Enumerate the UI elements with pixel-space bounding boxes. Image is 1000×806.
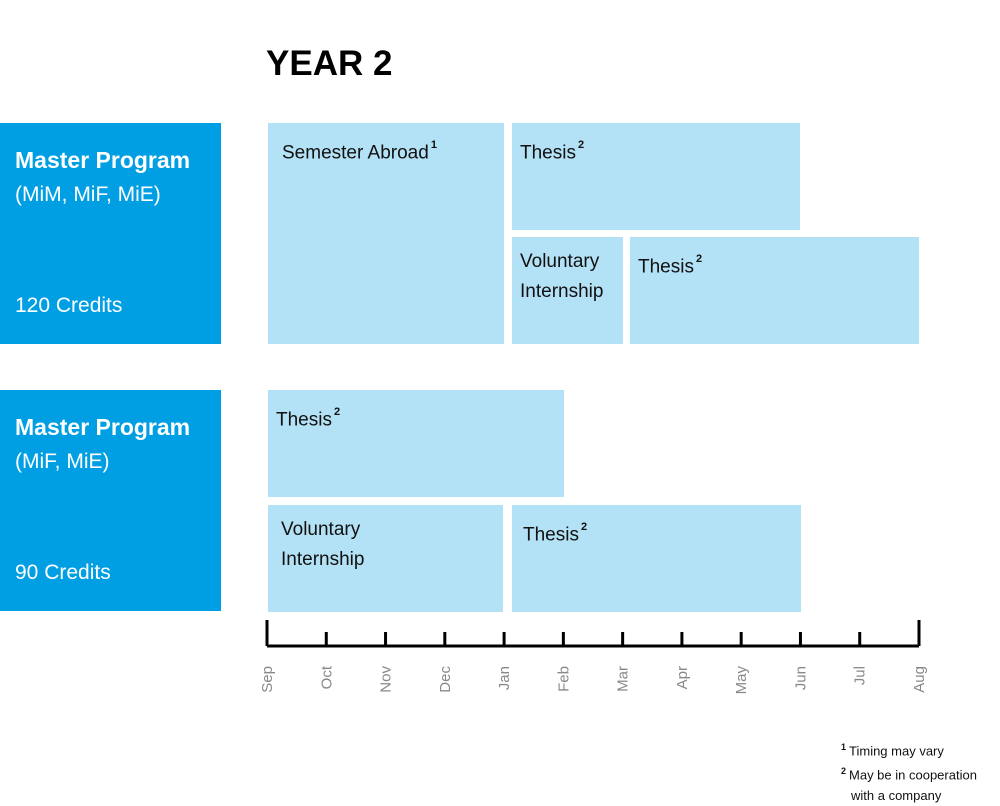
block-label-line2: Internship [281,549,365,570]
program-box-120: Master Program (MiM, MiF, MiE) 120 Credi… [0,123,221,344]
block-label-line1: Voluntary [520,251,600,272]
month-label: May [733,666,750,695]
footnote-mark: 2 [695,253,703,265]
page-title: YEAR 2 [266,44,393,83]
program-specializations: (MiF, MiE) [15,450,110,473]
month-label: Jan [496,666,513,690]
month-label: Oct [318,665,335,689]
program-credits: 120 Credits [15,294,123,317]
block-label: Thesis [638,256,694,278]
month-label: Feb [555,666,572,692]
block-label: Thesis [520,142,576,164]
program-credits: 90 Credits [15,561,111,584]
month-label: Nov [378,666,395,693]
month-label: Sep [259,666,276,693]
month-label: Dec [437,666,454,693]
program-specializations: (MiM, MiF, MiE) [15,183,161,206]
month-axis: Sep Oct Nov Dec Jan Feb Mar Apr May Jun Jul Aug [259,620,928,695]
program-box-90: Master Program (MiF, MiE) 90 Credits [0,390,221,611]
month-label: Jun [792,666,809,690]
program-name: Master Program [15,147,191,173]
footnote-mark: 2 [333,406,341,418]
month-label: Mar [615,666,632,692]
block-voluntary-internship: Voluntary Internship [512,237,623,344]
block-label: Thesis [276,409,332,431]
block-voluntary-internship: Voluntary Internship [268,505,503,612]
footnote-2-cont: with a company [851,787,942,803]
block-label: Thesis [523,524,579,546]
footnote-mark: 2 [577,139,585,151]
month-label: Jul [852,666,869,685]
footnote-mark: 2 [580,521,588,533]
footnote-mark: 1 [430,139,437,151]
program-name: Master Program [15,414,191,440]
block-label-line2: Internship [520,281,604,302]
block-label-line1: Voluntary [281,519,361,540]
block-label: Semester Abroad [282,142,429,164]
month-label: Aug [911,666,928,693]
month-label: Apr [674,666,691,689]
